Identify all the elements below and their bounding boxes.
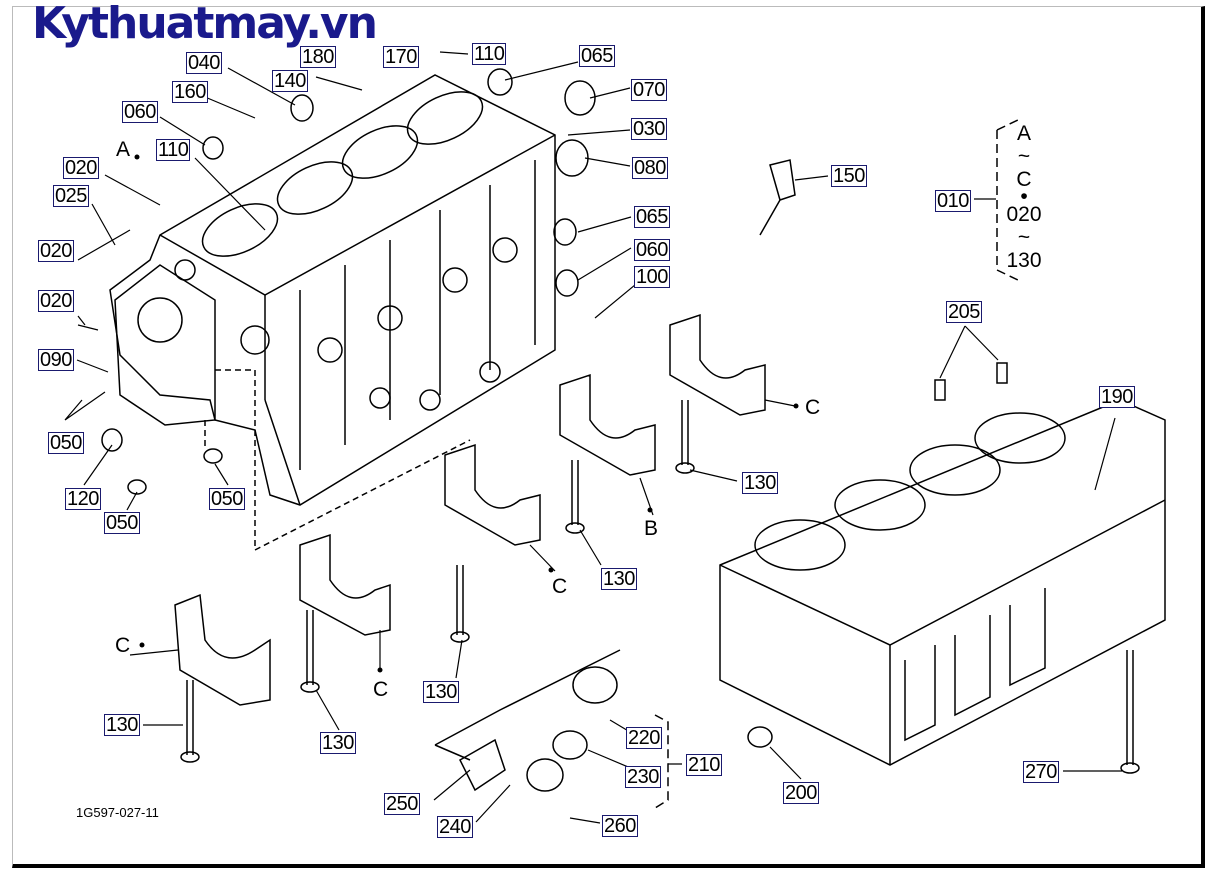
callout-210[interactable]: 210 (686, 754, 722, 776)
watermark-logo: Kythuatmay.vn (32, 0, 378, 49)
callout-050-a[interactable]: 050 (48, 432, 84, 454)
range-line: ~ (1017, 145, 1031, 168)
cap-bolts (180, 400, 1140, 774)
assembly-range: A ~ C • 020 ~ 130 (1004, 122, 1044, 272)
callout-050-b[interactable]: 050 (209, 488, 245, 510)
callout-020-b[interactable]: 020 (38, 240, 74, 262)
callout-025[interactable]: 025 (53, 185, 89, 207)
range-line: 020 (1006, 203, 1042, 226)
callout-130-b[interactable]: 130 (601, 568, 637, 590)
small-parts (101, 68, 1008, 792)
callout-190[interactable]: 190 (1099, 386, 1135, 408)
callout-130-a[interactable]: 130 (742, 472, 778, 494)
assembly-bracket-210 (654, 714, 669, 809)
callout-270[interactable]: 270 (1023, 761, 1059, 783)
cylinder-block (109, 74, 556, 552)
ref-letter-b: B (644, 517, 659, 540)
ref-letter-c-left: C (115, 634, 131, 657)
callout-050-c[interactable]: 050 (104, 512, 140, 534)
callout-130-d[interactable]: 130 (104, 714, 140, 736)
callout-065-top[interactable]: 065 (579, 45, 615, 67)
callout-080[interactable]: 080 (632, 157, 668, 179)
callout-160[interactable]: 160 (172, 81, 208, 103)
callout-020-a[interactable]: 020 (63, 157, 99, 179)
callout-065-mid[interactable]: 065 (634, 206, 670, 228)
range-line: 130 (1006, 249, 1042, 272)
callout-020-c[interactable]: 020 (38, 290, 74, 312)
lower-crankcase (719, 399, 1166, 766)
drawing-number: 1G597-027-11 (76, 805, 159, 820)
callout-090[interactable]: 090 (38, 349, 74, 371)
callout-230[interactable]: 230 (625, 766, 661, 788)
range-line: ~ (1017, 226, 1031, 249)
callout-040[interactable]: 040 (186, 52, 222, 74)
callout-110-top[interactable]: 110 (472, 43, 507, 65)
range-line: • (1020, 185, 1028, 208)
callout-180[interactable]: 180 (300, 46, 336, 68)
callout-100[interactable]: 100 (634, 266, 670, 288)
callout-260[interactable]: 260 (602, 815, 638, 837)
callout-205[interactable]: 205 (946, 301, 982, 323)
bearing-caps (174, 313, 766, 706)
callout-060-mid[interactable]: 060 (634, 239, 670, 261)
ref-letter-c-mid: C (552, 575, 568, 598)
callout-060-left[interactable]: 060 (122, 101, 158, 123)
callout-120[interactable]: 120 (65, 488, 101, 510)
callout-170[interactable]: 170 (383, 46, 419, 68)
ref-letter-c-right: C (805, 396, 821, 419)
range-line: C (1016, 168, 1032, 191)
callout-220[interactable]: 220 (626, 727, 662, 749)
callout-010[interactable]: 010 (935, 190, 971, 212)
callout-150[interactable]: 150 (831, 165, 867, 187)
leader-lines (64, 51, 1122, 824)
range-line: A (1016, 122, 1031, 145)
callout-030[interactable]: 030 (631, 118, 667, 140)
ref-letter-c-lower: C (373, 678, 389, 701)
callout-200[interactable]: 200 (783, 782, 819, 804)
callout-140[interactable]: 140 (272, 70, 308, 92)
callout-250[interactable]: 250 (384, 793, 420, 815)
assembly-bracket-010 (996, 119, 1019, 281)
ref-letter-a: A (116, 138, 131, 161)
callout-130-e[interactable]: 130 (320, 732, 356, 754)
callout-110-left[interactable]: 110 (156, 139, 191, 161)
callout-070[interactable]: 070 (631, 79, 667, 101)
callout-240[interactable]: 240 (437, 816, 473, 838)
callout-130-c[interactable]: 130 (423, 681, 459, 703)
reference-dots (134, 154, 799, 673)
